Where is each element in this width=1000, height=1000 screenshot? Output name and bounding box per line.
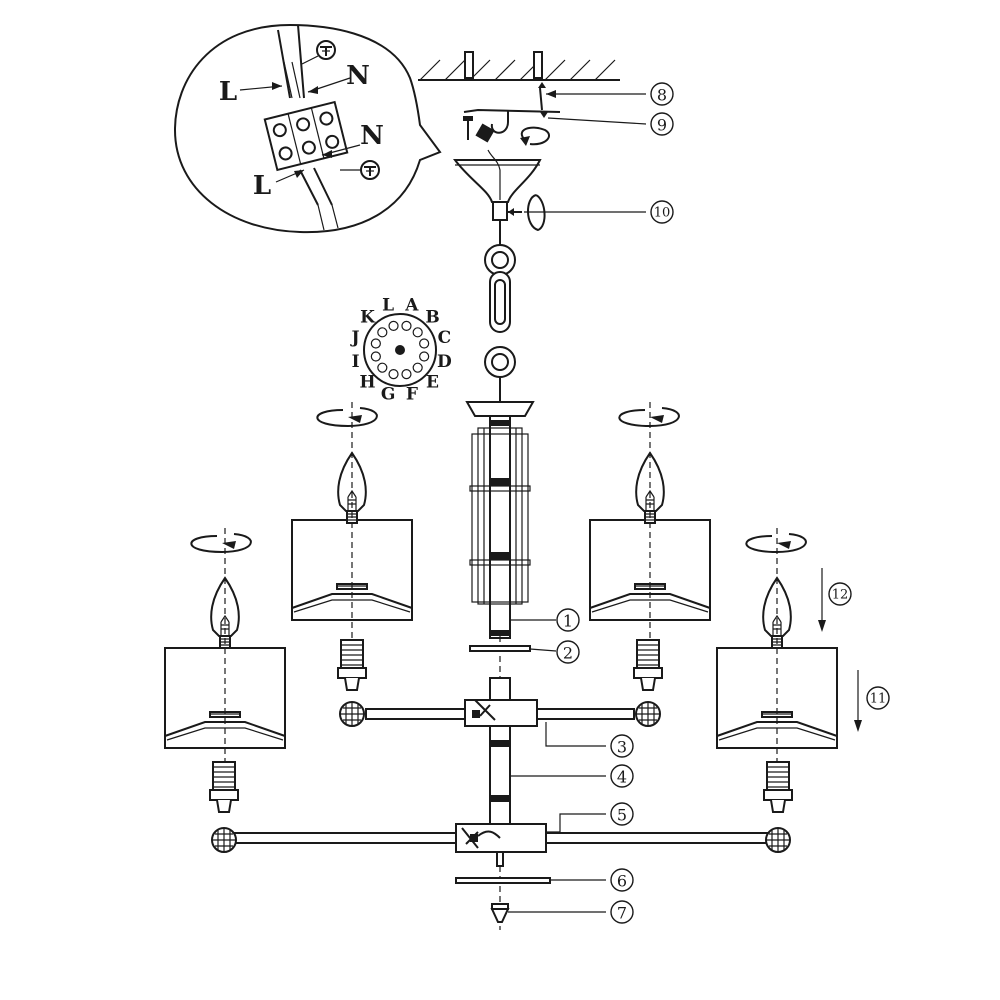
ground-symbol-icon <box>360 160 380 180</box>
callout-11: 11 <box>866 686 890 710</box>
ceiling <box>418 51 620 81</box>
callout-1-label: 1 <box>563 612 573 631</box>
wire-label-neutral-bottom: N <box>360 121 384 151</box>
callout-3: 3 <box>610 734 634 758</box>
ring-letter: D <box>437 352 452 372</box>
ring-hole <box>419 351 430 362</box>
ground-symbol-icon <box>316 40 336 60</box>
canopy <box>452 149 546 232</box>
down-arrow-icon <box>818 568 826 632</box>
upper-column <box>465 401 535 639</box>
callout-7-label: 7 <box>617 904 627 923</box>
ring-hole <box>401 369 412 380</box>
callout-5: 5 <box>610 802 634 826</box>
callout-10-label: 10 <box>654 206 671 221</box>
callout-6-label: 6 <box>617 872 627 891</box>
callout-3-label: 3 <box>617 738 627 757</box>
ring-letter: J <box>350 328 360 348</box>
rotate-arrow-icon <box>527 194 546 232</box>
ring-letter: H <box>359 373 375 393</box>
ring-letter: G <box>381 384 396 404</box>
mounting-bracket <box>463 82 561 146</box>
ring-hole <box>388 320 399 331</box>
ring-letter: I <box>352 352 360 372</box>
ring-hole <box>377 327 388 338</box>
lamp-holder <box>337 639 367 691</box>
ring-letter: F <box>406 384 418 404</box>
ring-letter: A <box>404 296 419 316</box>
part-6-washer <box>455 877 551 884</box>
callout-10: 10 <box>650 200 674 224</box>
callout-8: 8 <box>650 82 674 106</box>
part-2-washer <box>469 645 531 652</box>
ring-hole <box>419 338 430 349</box>
callout-2-label: 2 <box>563 644 573 663</box>
callout-4-label: 4 <box>617 768 627 787</box>
leader-lines <box>508 90 647 913</box>
lamp-holder <box>633 639 663 691</box>
callout-1: 1 <box>556 608 580 632</box>
ring-hole <box>370 351 381 362</box>
callout-12-label: 12 <box>832 588 849 603</box>
rotate-arrow-icon <box>190 533 252 553</box>
callout-5-label: 5 <box>617 806 627 825</box>
ring-letter: B <box>425 307 439 327</box>
down-arrow-icon <box>854 670 862 732</box>
part-7-finial <box>490 903 510 923</box>
terminal-block <box>263 100 349 172</box>
callout-9-label: 9 <box>657 116 667 135</box>
ring-hole <box>401 320 412 331</box>
rotate-arrow-icon <box>520 126 550 146</box>
ring-hole <box>377 362 388 373</box>
rotate-arrow-icon <box>745 533 807 553</box>
wiring-detail-bubble: L N N L <box>173 23 442 234</box>
lower-arm-tier <box>209 761 793 867</box>
wire-label-neutral-top: N <box>346 61 370 91</box>
wire-label-live-bottom: L <box>253 171 271 201</box>
callout-8-label: 8 <box>657 86 667 105</box>
ring-hole <box>388 369 399 380</box>
ring-letter: C <box>438 328 452 348</box>
callout-4: 4 <box>610 764 634 788</box>
callout-7: 7 <box>610 900 634 924</box>
callout-6: 6 <box>610 868 634 892</box>
rotate-arrow-icon <box>316 407 378 427</box>
ring-letter: K <box>360 307 376 327</box>
wire-label-live-top: L <box>219 77 237 107</box>
rotate-arrow-icon <box>618 407 680 427</box>
ring-hole <box>370 338 381 349</box>
ring-hole <box>412 327 423 338</box>
ring-letter: E <box>426 373 439 393</box>
lamp-holder <box>209 761 239 813</box>
ring-hole <box>412 362 423 373</box>
callout-9: 9 <box>650 112 674 136</box>
ring-letter: L <box>382 296 394 316</box>
callout-12: 12 <box>828 582 852 606</box>
upper-arm-tier <box>337 639 663 829</box>
lamp-holder <box>763 761 793 813</box>
chain <box>484 220 516 402</box>
callout-11-label: 11 <box>870 692 887 707</box>
callout-2: 2 <box>556 640 580 664</box>
